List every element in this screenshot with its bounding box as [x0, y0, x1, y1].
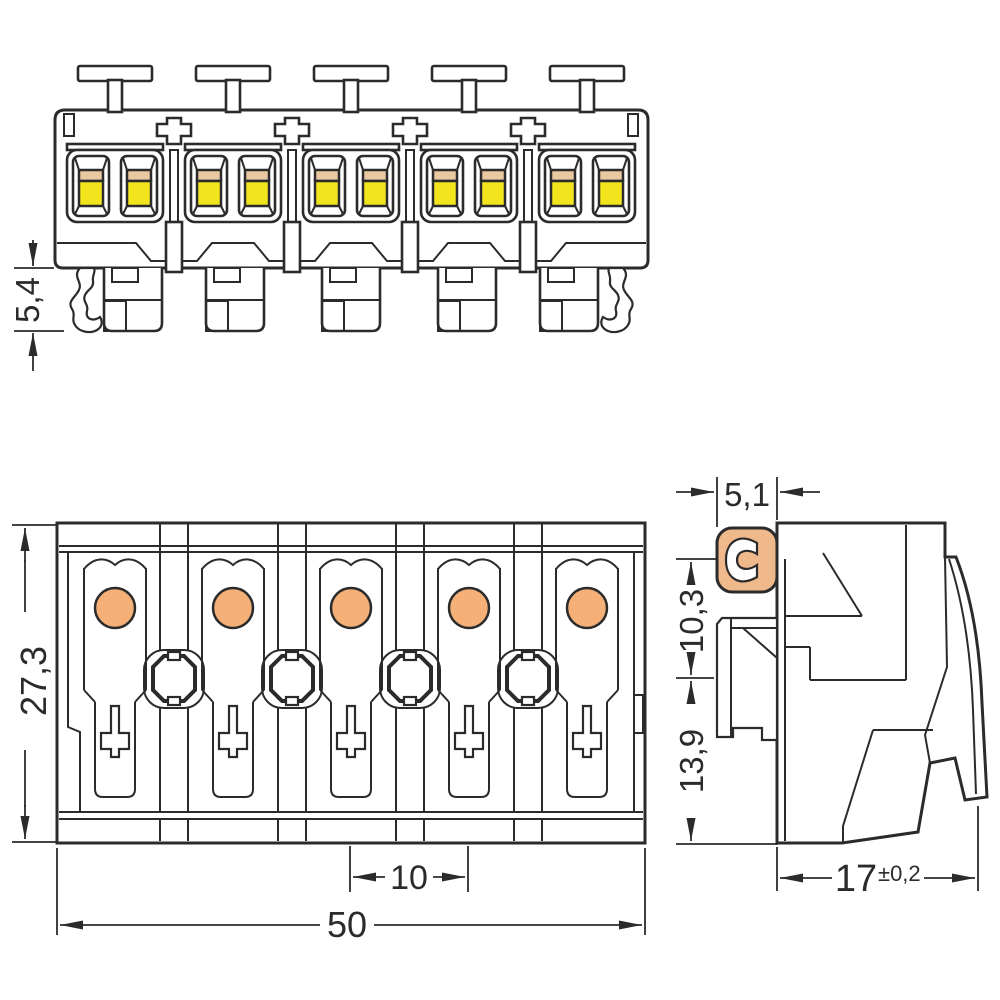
dim-label-upper-section: 10,3	[673, 589, 710, 653]
top-view	[55, 521, 647, 845]
dim-clamp-width: 5,1	[676, 476, 820, 527]
foot	[102, 266, 164, 333]
dim-ext-lines	[14, 267, 64, 332]
side-view	[715, 521, 989, 845]
foot	[320, 266, 382, 333]
dim-label-overall-width: 50	[327, 904, 367, 945]
front-view	[53, 64, 650, 334]
dim-ext-lines	[56, 848, 646, 935]
clamp-c-profile	[724, 537, 759, 583]
top-right-notch	[633, 694, 644, 734]
dim-ext-lines	[12, 524, 56, 843]
dim-label-overall-depth-tolerance: ±0,2	[878, 861, 921, 886]
dim-ext-lines	[676, 558, 716, 679]
front-pole-3	[301, 64, 401, 224]
dim-pole-pitch: 10	[349, 846, 469, 897]
dim-top-view-depth: 27,3	[12, 524, 56, 843]
dim-label-lower-section: 13,9	[673, 729, 710, 793]
lever-inner-lines	[923, 556, 977, 795]
side-body-outline	[775, 521, 989, 845]
side-lower-seams	[842, 729, 933, 843]
dimension-annotations: 5,4 27,3 10 50 5,1	[9, 240, 979, 945]
dim-rail-clip-height: 5,4	[9, 240, 64, 371]
top-inner-walls	[67, 552, 635, 812]
dim-label-overall-depth: 17	[835, 858, 877, 900]
top-bands	[59, 545, 643, 820]
dim-overall-width: 50	[56, 848, 646, 945]
dim-label-clamp-width: 5,1	[724, 476, 770, 513]
side-upper-seams	[786, 525, 907, 681]
side-foot	[715, 616, 779, 742]
din-clip-right	[600, 266, 634, 334]
dim-label-rail-clip-height: 5,4	[9, 277, 46, 323]
din-clip-left	[69, 266, 103, 334]
corner-tab-left	[63, 113, 75, 137]
dim-ext-lines	[349, 846, 469, 892]
dim-lower-section: 13,9	[673, 681, 778, 845]
front-pole-5	[537, 64, 637, 224]
dim-overall-depth: 17 ±0,2	[776, 806, 979, 900]
dim-label-pole-pitch: 10	[390, 859, 428, 897]
dim-ext-lines	[776, 806, 979, 891]
front-pole-2	[183, 64, 283, 224]
corner-tab-right	[627, 113, 639, 137]
front-pole-1	[65, 64, 165, 224]
dim-upper-section: 10,3	[673, 558, 716, 679]
foot	[436, 266, 498, 333]
dim-ext-lines	[716, 477, 778, 527]
front-pole-4	[419, 64, 519, 224]
foot	[538, 266, 600, 333]
front-bottom-step-line	[57, 242, 646, 262]
side-foot-seams	[730, 618, 778, 737]
foot	[204, 266, 266, 333]
dim-label-top-view-depth: 27,3	[13, 646, 54, 716]
